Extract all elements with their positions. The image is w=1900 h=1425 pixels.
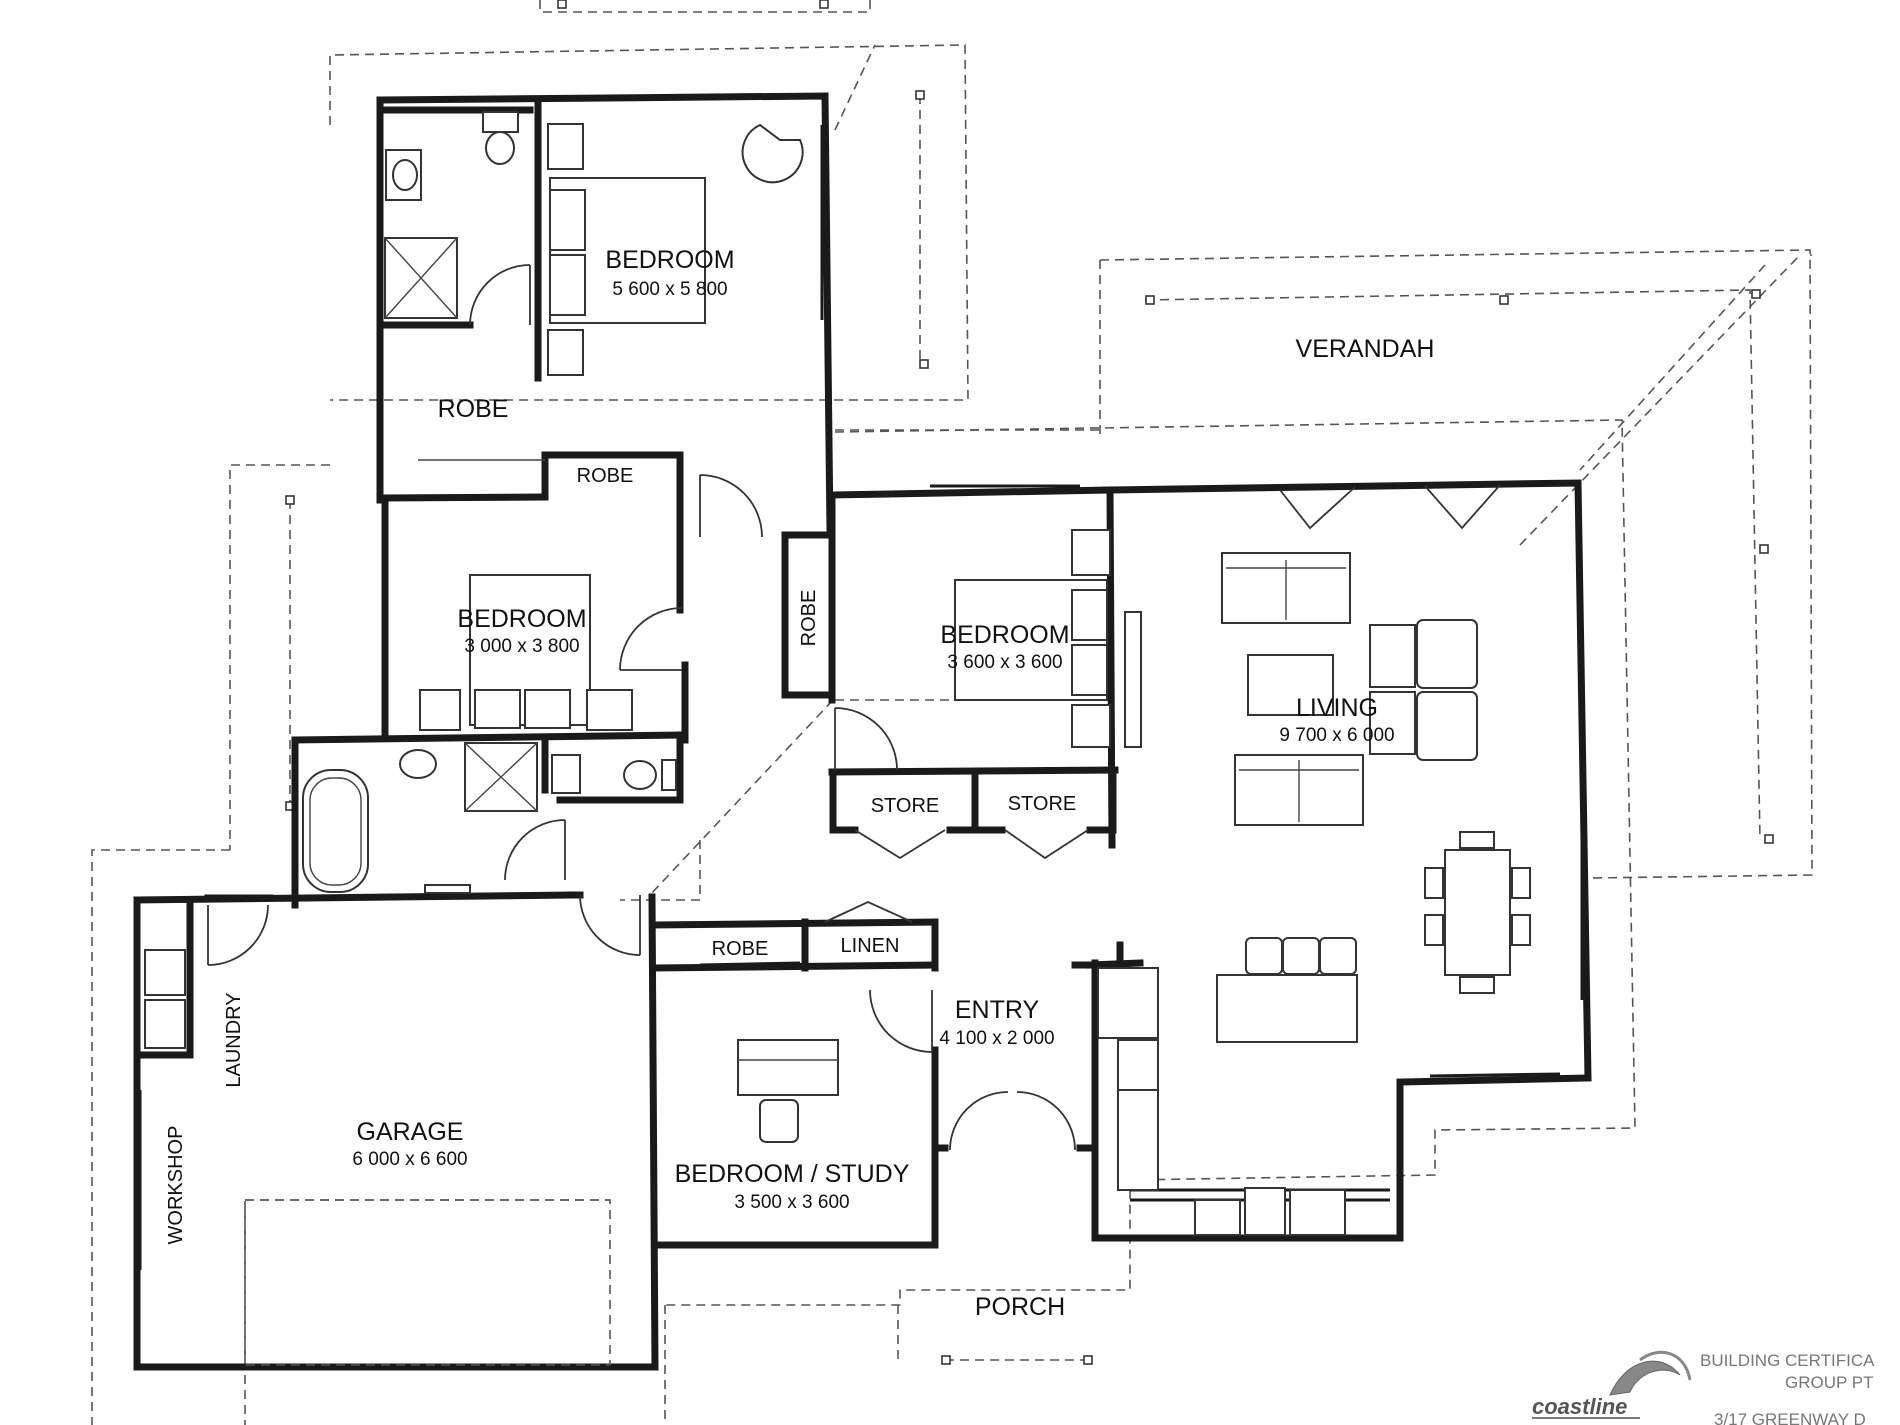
armchair <box>1416 691 1478 761</box>
armchair <box>1416 619 1478 689</box>
study-label: BEDROOM / STUDY <box>675 1160 910 1188</box>
desk <box>737 1039 839 1096</box>
room-labels: BEDROOM 5 600 x 5 800 ROBE ROBE BEDROOM … <box>165 246 1434 1321</box>
tv-unit <box>1124 611 1142 748</box>
laundry-label: LAUNDRY <box>223 992 245 1087</box>
garage-label: GARAGE <box>357 1118 464 1146</box>
certifier-line2: GROUP PT <box>1785 1373 1873 1392</box>
master-bedroom-dims: 5 600 x 5 800 <box>612 279 727 300</box>
verandah-label: VERANDAH <box>1296 335 1435 363</box>
doors <box>207 264 1501 1151</box>
walls <box>133 92 1592 1371</box>
robe-small-label: ROBE <box>577 465 634 487</box>
chair <box>759 1099 799 1143</box>
living-dims: 9 700 x 6 000 <box>1279 725 1394 746</box>
master-bedroom-label: BEDROOM <box>605 246 734 274</box>
robe-vertical-label: ROBE <box>798 590 820 647</box>
posts <box>285 0 1774 1365</box>
bedroom2-label: BEDROOM <box>457 605 586 633</box>
store1-label: STORE <box>871 795 940 817</box>
garage-dims: 6 000 x 6 600 <box>352 1149 467 1170</box>
basin <box>399 749 437 779</box>
certifier-line3: 3/17 GREENWAY D <box>1714 1410 1866 1425</box>
toilet <box>623 760 657 790</box>
coffee-table <box>1247 654 1334 716</box>
store2-label: STORE <box>1008 793 1077 815</box>
coastline-logo-icon <box>1609 1360 1681 1396</box>
entry-label: ENTRY <box>955 996 1040 1024</box>
bedroom2-dims: 3 000 x 3 800 <box>464 636 579 657</box>
certifier-line1: BUILDING CERTIFICA <box>1700 1351 1875 1370</box>
roof-outline <box>91 0 1813 1425</box>
robe-master-label: ROBE <box>438 395 509 423</box>
living-label: LIVING <box>1296 694 1378 722</box>
basin <box>392 159 418 191</box>
kitchen-island <box>1216 974 1358 1043</box>
linen-label: LINEN <box>841 935 900 957</box>
bath <box>302 769 369 893</box>
workshop-label: WORKSHOP <box>165 1126 187 1245</box>
furniture <box>144 111 1531 1366</box>
certifier-stamp: coastline BUILDING CERTIFICA GROUP PT 3/… <box>1532 1350 1875 1425</box>
study-dims: 3 500 x 3 600 <box>734 1192 849 1213</box>
toilet <box>485 131 515 165</box>
bedroom3-label: BEDROOM <box>940 621 1069 649</box>
bedroom3-dims: 3 600 x 3 600 <box>947 652 1062 673</box>
windows <box>138 125 1584 1270</box>
robe-study-label: ROBE <box>712 938 769 960</box>
sink <box>1289 1189 1346 1236</box>
porch-label: PORCH <box>975 1293 1065 1321</box>
dining-table <box>1444 849 1511 976</box>
entry-dims: 4 100 x 2 000 <box>939 1028 1054 1049</box>
certifier-logo-text: coastline <box>1532 1394 1627 1419</box>
